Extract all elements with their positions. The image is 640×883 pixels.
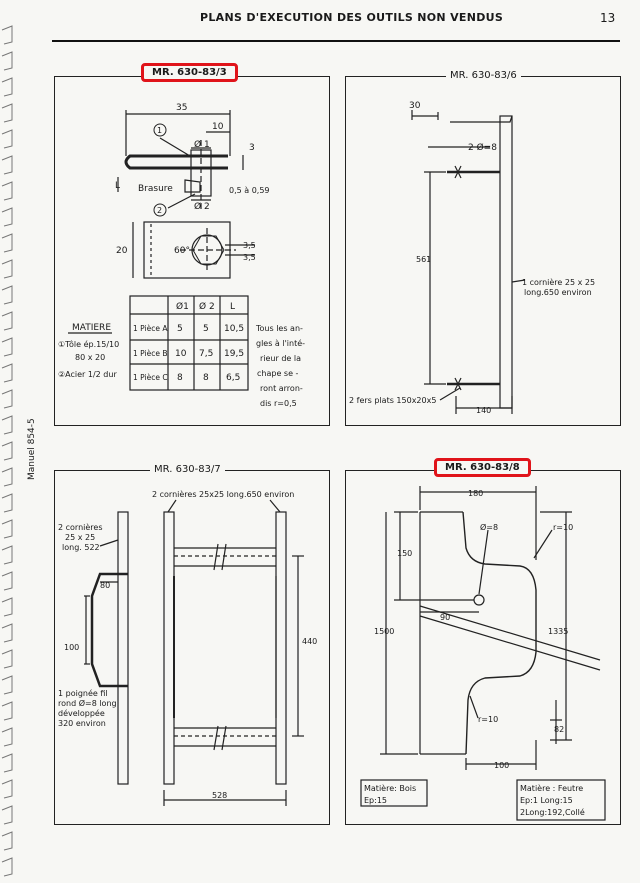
dim-35: 35 xyxy=(176,103,187,113)
table-header-d1: Ø1 xyxy=(176,301,189,312)
table-row-c-piece: 1 Pièce C xyxy=(133,373,168,382)
table-row-b-d2: 7,5 xyxy=(199,349,213,359)
dim-30: 30 xyxy=(409,101,421,111)
table-row-b-L: 19,5 xyxy=(224,349,244,359)
mat-left-1: Matière: Bois xyxy=(364,783,416,793)
dim-L: L xyxy=(115,181,120,191)
dim-528: 528 xyxy=(212,791,227,800)
matiere-line1: ①Tôle ép.15/10 xyxy=(58,339,119,349)
label-320-environ: 320 environ xyxy=(58,719,106,728)
label-developpee: développée xyxy=(58,708,105,718)
label-fers-plats: 2 fers plats 150x20x5 xyxy=(349,396,436,405)
dim-angle: 60° xyxy=(174,246,190,256)
dim-d2: Ø 2 xyxy=(194,201,210,212)
dim-3: 3 xyxy=(249,143,255,153)
dim-1500: 1500 xyxy=(374,627,394,636)
dim-561: 561 xyxy=(416,255,431,264)
dim-10: 10 xyxy=(212,122,224,132)
table-row-c-d2: 8 xyxy=(203,373,209,383)
dim-3-5-b: 3,5 xyxy=(243,253,256,262)
dim-thickness: 0,5 à 0,59 xyxy=(229,186,270,195)
table-row-a-piece: 1 Pièce A xyxy=(133,324,168,333)
dim-150: 150 xyxy=(397,549,412,558)
dim-82: 82 xyxy=(554,725,564,734)
mat-right-2: Ep:1 Long:15 xyxy=(520,796,573,805)
label-brasure: Brasure xyxy=(138,184,173,194)
table-row-a-L: 10,5 xyxy=(224,324,244,334)
binding-holes xyxy=(1,25,13,877)
dim-3-5-a: 3,5 xyxy=(243,241,256,250)
dim-20: 20 xyxy=(116,246,128,256)
dim-d1: Ø 1 xyxy=(194,139,210,150)
label-25x25: 25 x 25 xyxy=(65,533,95,542)
panel-title-mr-630-83-7: MR. 630-83/7 xyxy=(150,464,225,475)
note-line3: rieur de la xyxy=(260,354,301,363)
table-row-b-piece: 1 Pièce B xyxy=(133,349,167,358)
table-row-a-d1: 5 xyxy=(177,324,183,334)
dim-90: 90 xyxy=(440,613,450,622)
dim-d8: Ø=8 xyxy=(480,522,498,532)
dim-100: 100 xyxy=(64,643,79,652)
label-corniere-long: long.650 environ xyxy=(524,288,592,297)
note-line2: gles à l'inté- xyxy=(256,338,305,348)
dim-2d8: 2 Ø=8 xyxy=(468,142,497,153)
table-row-c-L: 6,5 xyxy=(226,373,240,383)
matiere-line2: 80 x 20 xyxy=(75,353,105,362)
mat-right-1: Matière : Feutre xyxy=(520,783,583,793)
panel-title-mr-630-83-8: MR. 630-83/8 xyxy=(434,458,531,477)
page-header-title: PLANS D'EXECUTION DES OUTILS NON VENDUS xyxy=(200,11,504,24)
dim-80: 80 xyxy=(100,581,110,590)
table-row-b-d1: 10 xyxy=(175,349,187,359)
label-2: 2 xyxy=(157,206,162,215)
dim-r10-top: r=10 xyxy=(553,523,573,532)
table-row-a-d2: 5 xyxy=(203,324,209,334)
page-number: 13 xyxy=(600,11,616,25)
dim-440: 440 xyxy=(302,637,317,646)
table-header-L: L xyxy=(230,302,235,312)
panel-title-mr-630-83-3: MR. 630-83/3 xyxy=(141,63,238,82)
label-2-cornieres: 2 cornières xyxy=(58,522,103,532)
label-poignee: 1 poignée fil xyxy=(58,688,108,698)
mat-right-3: 2Long:192,Collé xyxy=(520,807,585,817)
label-2-cornieres-650: 2 cornières 25x25 long.650 environ xyxy=(152,489,294,499)
header-rule xyxy=(52,40,620,42)
dim-180: 180 xyxy=(468,489,483,498)
note-line4: chape se - xyxy=(257,369,299,378)
note-line5: ront arron- xyxy=(260,384,303,393)
table-header-d2: Ø 2 xyxy=(199,301,215,312)
mat-left-2: Ep:15 xyxy=(364,796,387,805)
dim-1335: 1335 xyxy=(548,627,568,636)
dim-r10-bottom: r=10 xyxy=(478,715,498,724)
note-line1: Tous les an- xyxy=(255,324,303,333)
matiere-heading: MATIERE xyxy=(72,323,111,333)
label-rond: rond Ø=8 long xyxy=(58,698,117,708)
panel-title-mr-630-83-6: MR. 630-83/6 xyxy=(446,70,521,81)
label-corniere: 1 cornière 25 x 25 xyxy=(522,277,595,287)
matiere-line3: ②Acier 1/2 dur xyxy=(58,370,117,379)
dim-140: 140 xyxy=(476,406,491,415)
table-row-c-d1: 8 xyxy=(177,373,183,383)
label-1: 1 xyxy=(157,126,162,135)
dim-100: 100 xyxy=(494,761,509,770)
note-line6: dis r=0,5 xyxy=(260,399,297,408)
label-long-522: long. 522 xyxy=(62,543,100,552)
